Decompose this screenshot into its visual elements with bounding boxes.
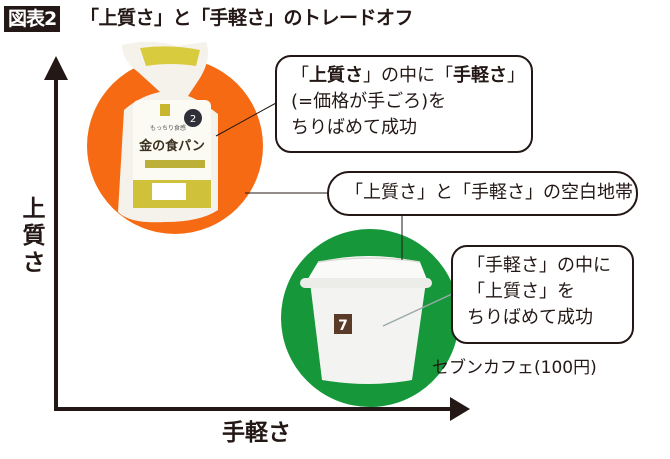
- svg-text:7: 7: [338, 318, 348, 334]
- coffee-cup-icon: 7: [300, 256, 432, 384]
- quality-callout-connector: [215, 102, 277, 137]
- axes: [44, 56, 470, 421]
- figure-label: 図表2: [4, 6, 61, 32]
- x-axis-arrow-icon: [450, 397, 470, 421]
- svg-text:もっちり食感: もっちり食感: [150, 124, 186, 132]
- svg-text:2: 2: [190, 114, 196, 125]
- convenience-callout-line3: ちりばめて成功: [467, 307, 593, 328]
- convenience-callout-line2: 「上質さ」を: [467, 281, 575, 302]
- gap-callout: 「上質さ」と「手軽さ」の空白地帯: [327, 171, 638, 216]
- quality-callout: 「上質さ」の中に「手軽さ」 (=価格が手ごろ)を ちりばめて成功: [275, 55, 533, 153]
- convenience-callout: 「手軽さ」の中に 「上質さ」を ちりばめて成功: [451, 245, 634, 344]
- x-axis-label: 手軽さ: [222, 420, 291, 446]
- quality-callout-line3: ちりばめて成功: [291, 117, 417, 138]
- svg-text:金の食パン: 金の食パン: [138, 138, 205, 154]
- y-axis-label: 上質さ: [22, 196, 46, 276]
- y-axis-arrow-icon: [44, 56, 68, 80]
- convenience-callout-connector: [382, 293, 453, 327]
- diagram-title: 「上質さ」と「手軽さ」のトレードオフ: [80, 7, 414, 29]
- convenience-callout-line1: 「手軽さ」の中に: [467, 255, 611, 276]
- bread-bag-icon: 2 金の食パン もっちり食感: [118, 41, 218, 223]
- quality-callout-line2: (=価格が手ごろ)を: [291, 91, 447, 112]
- quality-callout-line1: 「上質さ」の中に「手軽さ」: [291, 65, 525, 86]
- product-caption: セブンカフェ(100円): [432, 358, 597, 378]
